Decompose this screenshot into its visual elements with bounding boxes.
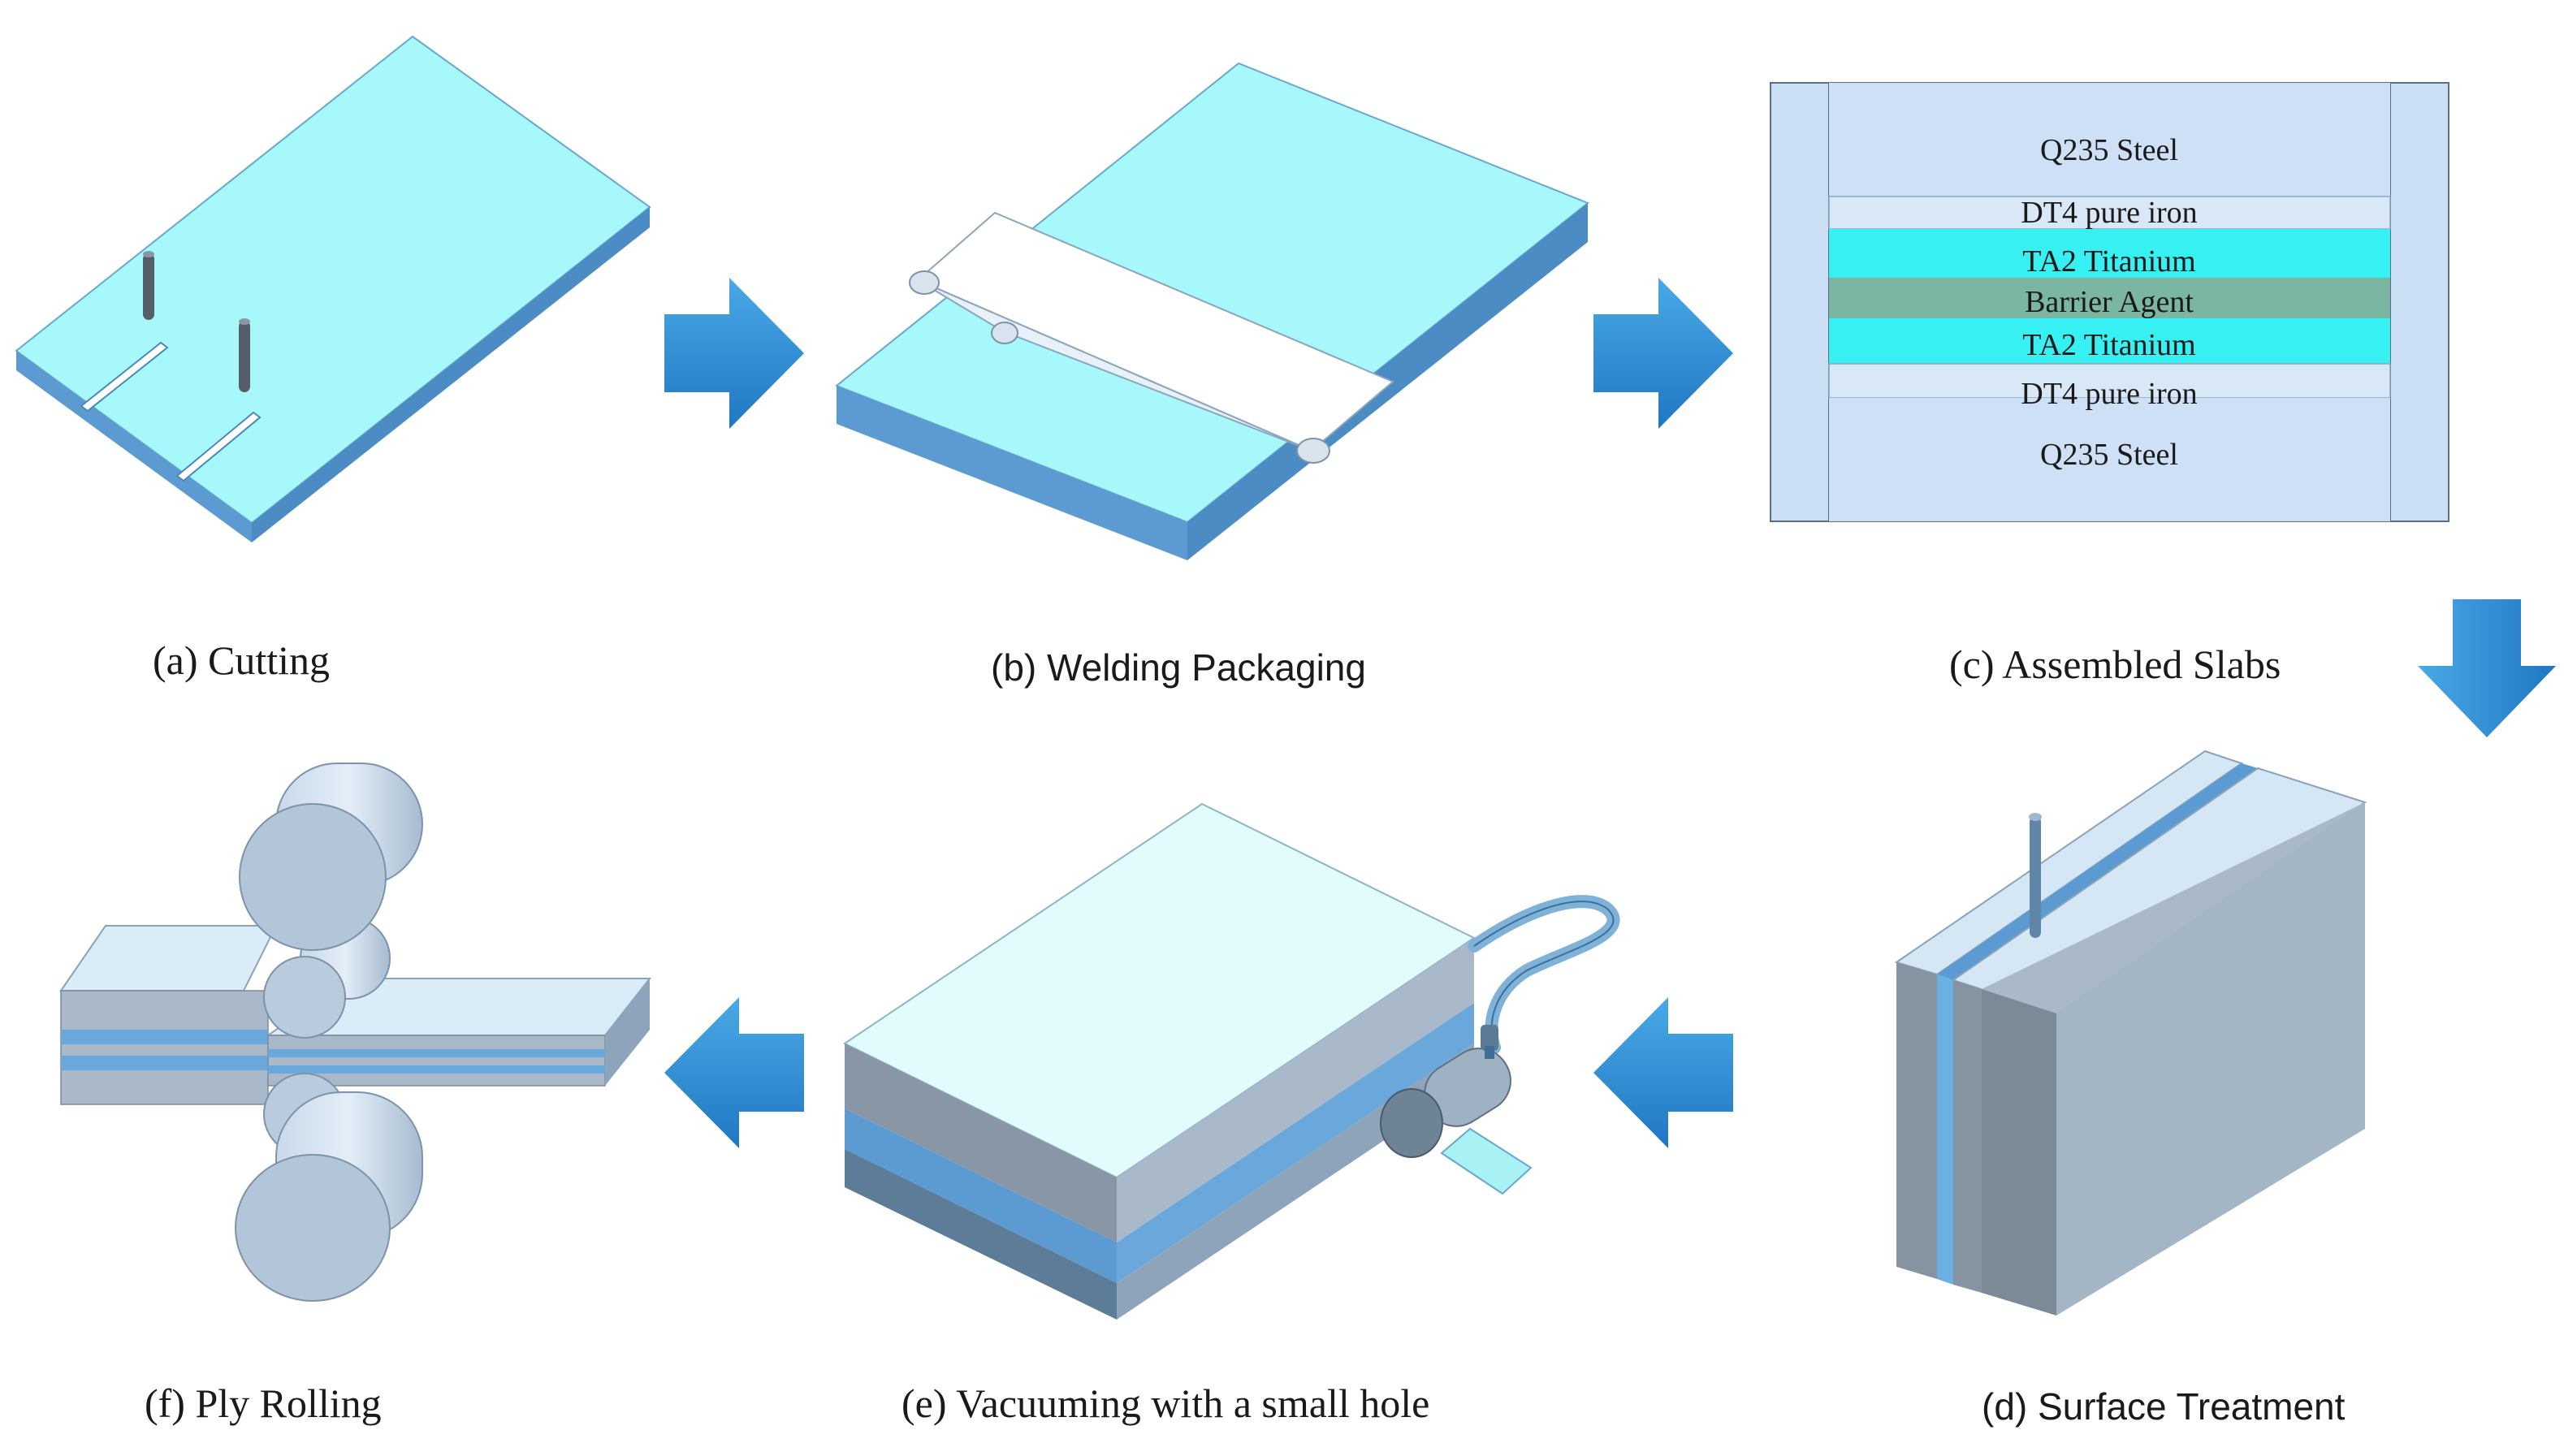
layer-dt4-top xyxy=(1828,196,2391,230)
layer-label-dt4-top: DT4 pure iron xyxy=(2021,196,2197,230)
block-front-bottom-layer xyxy=(845,1149,1117,1320)
plate-right-side xyxy=(252,207,650,542)
block-front-top-layer xyxy=(845,1043,1117,1242)
lower-backup-roll xyxy=(235,1091,423,1302)
plate-left-front xyxy=(60,990,269,1105)
panel-f-ply-rolling: (f) Ply Rolling xyxy=(59,763,652,1426)
cut-slot-2 xyxy=(175,411,262,482)
panel-e-vacuuming: (e) Vacuuming with a small hole xyxy=(843,802,1620,1426)
layer-ta2-top xyxy=(1829,229,2390,278)
caption-c: (c) Assembled Slabs xyxy=(1949,642,2281,687)
treatment-tool xyxy=(2030,816,2041,938)
arrow-right-icon xyxy=(664,278,804,429)
layer-label-ta2-top: TA2 Titanium xyxy=(2022,244,2195,279)
caption-f: (f) Ply Rolling xyxy=(145,1380,382,1426)
panel-a-cutting: (a) Cutting xyxy=(15,35,651,683)
cut-slot-1 xyxy=(80,341,169,413)
roll-mid xyxy=(991,322,1018,344)
panel-d-surface-treatment: (d) Surface Treatment xyxy=(1894,750,2367,1428)
block-front-mid-layer xyxy=(845,1108,1117,1283)
slab-front-main xyxy=(1982,989,2056,1316)
left-wall xyxy=(1770,82,1830,522)
block-right-mid-layer xyxy=(1117,1003,1474,1283)
welding-sheet-fold xyxy=(917,279,1312,451)
cutting-tool-1 xyxy=(143,253,154,320)
arrow-left-icon xyxy=(1593,997,1733,1148)
arrow-left-icon xyxy=(664,997,804,1148)
caption-b: (b) Welding Packaging xyxy=(991,646,1366,689)
upper-backup-roll xyxy=(239,763,423,951)
layer-label-q235-top: Q235 Steel xyxy=(2040,133,2178,167)
slab-top-gap xyxy=(1937,763,2258,980)
cutting-tool-2 xyxy=(239,321,250,392)
caption-a: (a) Cutting xyxy=(153,637,330,683)
plate-front-side xyxy=(16,351,252,542)
layer-label-dt4-bottom: DT4 pure iron xyxy=(2021,377,2197,411)
plate-left-top xyxy=(59,925,278,992)
slab-front-gap xyxy=(1937,974,1953,1285)
plate-front-side xyxy=(837,386,1187,560)
layer-q235-bottom xyxy=(1829,398,2390,521)
panel-c-assembled-slabs: Q235 Steel DT4 pure iron TA2 Titanium Ba… xyxy=(1770,82,2449,687)
vacuum-pump xyxy=(1380,1025,1533,1195)
roll-left xyxy=(909,270,940,295)
block-right-top-layer xyxy=(1117,938,1474,1242)
layer-barrier xyxy=(1829,278,2390,318)
caption-d: (d) Surface Treatment xyxy=(1982,1385,2346,1428)
layer-ta2-bottom xyxy=(1829,318,2390,364)
arrow-right-icon xyxy=(1593,278,1733,429)
caption-e: (e) Vacuuming with a small hole xyxy=(902,1380,1429,1426)
slab-front-right xyxy=(1953,980,1982,1293)
layer-label-ta2-bottom: TA2 Titanium xyxy=(2022,328,2195,362)
right-wall xyxy=(2389,82,2449,522)
slab-front-left xyxy=(1896,962,1937,1279)
panel-b-welding-packaging: (b) Welding Packaging xyxy=(835,62,1589,689)
arrow-down-icon xyxy=(2418,599,2556,737)
layer-label-q235-bottom: Q235 Steel xyxy=(2040,438,2178,472)
layer-q235-top xyxy=(1829,83,2390,197)
plate-right-front xyxy=(267,1035,606,1087)
plate-top xyxy=(15,35,651,525)
layer-label-barrier: Barrier Agent xyxy=(2025,285,2194,319)
roll-right xyxy=(1296,438,1330,464)
